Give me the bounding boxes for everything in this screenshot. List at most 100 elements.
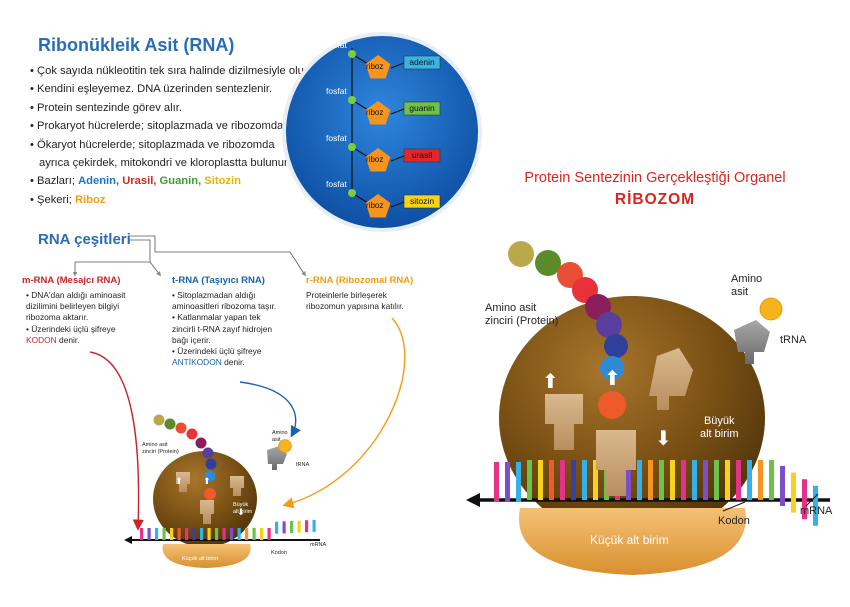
- mrna-line: ribozoma aktarır.: [26, 312, 89, 323]
- ribose-label: riboz: [366, 201, 384, 210]
- trna-title: t-RNA (Taşıyıcı RNA): [172, 275, 265, 286]
- large-up-arrow-icon: ⬆: [542, 369, 559, 393]
- phosphate-label: fosfat: [326, 179, 347, 189]
- trna-line: • Katlanmalar yapan tek: [172, 312, 261, 323]
- amino-acid-bead: [596, 312, 622, 338]
- base-sitozin: Sitozin: [204, 175, 241, 188]
- amino-acid-bead: [598, 391, 626, 419]
- nucleotide-row: [348, 50, 441, 79]
- mrna-base-strand: [560, 460, 565, 500]
- mrna-base-strand: [747, 460, 752, 500]
- mrna-base-strand: [305, 520, 309, 533]
- fact-sugar: Şekeri; Riboz: [30, 191, 322, 209]
- mrna-title: m-RNA (Mesajcı RNA): [22, 275, 121, 286]
- branch-rrna: [128, 235, 306, 277]
- ribose-pentagon: [365, 101, 391, 125]
- ribose-pentagon: [365, 148, 391, 172]
- amino-acid-bead: [202, 447, 214, 459]
- base-label-sitozin: sitozin: [409, 196, 435, 206]
- fact-item: Kendini eşleyemez. DNA üzerinden sentezl…: [30, 80, 322, 98]
- rrna-description: Proteinlerle birleşerek ribozomun yapısı…: [306, 290, 404, 312]
- organelle-name: RİBOZOM: [614, 191, 696, 208]
- small-mrna-label: mRNA: [310, 542, 327, 548]
- mrna-base-strand: [549, 460, 554, 500]
- trna-line: • Üzerindeki üçlü şifreye: [172, 346, 262, 357]
- large-mrna-arrowhead: [466, 493, 480, 507]
- mrna-line: • DNA'dan aldığı aminoasit: [26, 290, 126, 300]
- mrna-base-strand: [637, 460, 642, 500]
- amino-acid-bead: [535, 250, 561, 276]
- amino-acid-bead: [195, 437, 207, 449]
- ribose-label: riboz: [366, 62, 384, 71]
- mrna-base-strand: [260, 528, 264, 540]
- large-big-unit-label: Büyük alt birim: [700, 415, 739, 441]
- mrna-base-strand: [769, 460, 774, 500]
- nucleotide-rows: [348, 50, 441, 218]
- base-bond: [390, 108, 405, 115]
- label-line: zinciri (Protein): [142, 449, 179, 455]
- amino-acid-bead: [205, 458, 217, 470]
- rna-facts-list: Çok sayıda nükleotitin tek sıra halinde …: [30, 62, 322, 209]
- mrna-base-strand: [516, 462, 521, 502]
- label-line: asit: [272, 437, 281, 443]
- phosphate-dot: [348, 189, 356, 197]
- large-trna-right: [649, 348, 693, 410]
- base-label-guanin: guanin: [409, 103, 435, 113]
- mrna-base-strand: [538, 460, 543, 500]
- phosphate-dot: [348, 96, 356, 104]
- small-amino-chain: [153, 414, 217, 500]
- amino-acid-bead: [153, 414, 165, 426]
- amino-acid-bead: [204, 488, 216, 500]
- base-guanin: Guanin,: [159, 175, 202, 188]
- large-codon-label: Kodon: [718, 515, 750, 527]
- label-line: alt birim: [233, 509, 253, 515]
- mrna-base-strand: [275, 521, 279, 534]
- mrna-base-strand: [813, 485, 818, 526]
- large-trna-left: [545, 394, 583, 450]
- label-line: Büyük: [233, 502, 249, 508]
- mrna-base-strand: [267, 528, 271, 540]
- trna-line: zincirli t-RNA zayıf hidrojen: [172, 323, 273, 334]
- label-line: Amino asit: [485, 302, 537, 314]
- large-small-unit-label: Küçük alt birim: [590, 533, 669, 547]
- small-small-unit-label: Küçük alt birim: [182, 556, 219, 562]
- phosphate-label: fosfat: [326, 86, 347, 96]
- mrna-base-strand: [725, 460, 730, 500]
- mrna-base-strand: [681, 460, 686, 500]
- small-codon-label: Kodon: [271, 550, 287, 556]
- label-line: zinciri (Protein): [485, 315, 559, 327]
- fact-bases: Bazları; Adenin, Urasil, Guanin, Sitozin: [30, 172, 322, 190]
- amino-acid-bead: [604, 334, 628, 358]
- mrna-base-strand: [282, 521, 286, 534]
- trna-line: aminoasitleri ribozoma taşır.: [172, 301, 277, 312]
- nucleotide-row: [348, 143, 441, 172]
- mrna-base-strand: [780, 466, 785, 506]
- mrna-base-strand: [140, 528, 144, 540]
- large-mrna-label: mRNA: [800, 505, 833, 517]
- mrna-base-strand: [155, 528, 159, 540]
- mrna-base-strand: [192, 528, 196, 540]
- base-box-urasil: [403, 148, 441, 163]
- fact-item: Çok sayıda nükleotitin tek sıra halinde …: [30, 62, 322, 80]
- base-box-adenin: [403, 55, 441, 70]
- fact-item: Ökaryot hücrelerde; sitoplazmada ve ribo…: [30, 136, 322, 154]
- mrna-base-strand: [222, 528, 226, 540]
- mrna-base-strand: [571, 460, 576, 500]
- mrna-base-strand: [494, 462, 499, 502]
- label-line: Amino: [272, 430, 288, 436]
- phosphate-label: fosfat: [326, 133, 347, 143]
- small-up-arrow-icon: ⬆: [175, 477, 183, 487]
- mrna-base-strand: [505, 462, 510, 502]
- mrna-base-strand: [177, 528, 181, 540]
- mrna-base-strand: [245, 528, 249, 540]
- label-line: asit: [731, 286, 749, 298]
- base-box-sitozin: [403, 194, 441, 209]
- kodon-suffix: denir.: [56, 334, 80, 345]
- base-bond: [390, 201, 405, 208]
- mrna-base-strand: [207, 528, 211, 540]
- small-ribosome: ⬆ ⬆ ⬇: [124, 414, 320, 568]
- amino-acid-bead: [508, 241, 534, 267]
- mrna-base-strand: [215, 528, 219, 540]
